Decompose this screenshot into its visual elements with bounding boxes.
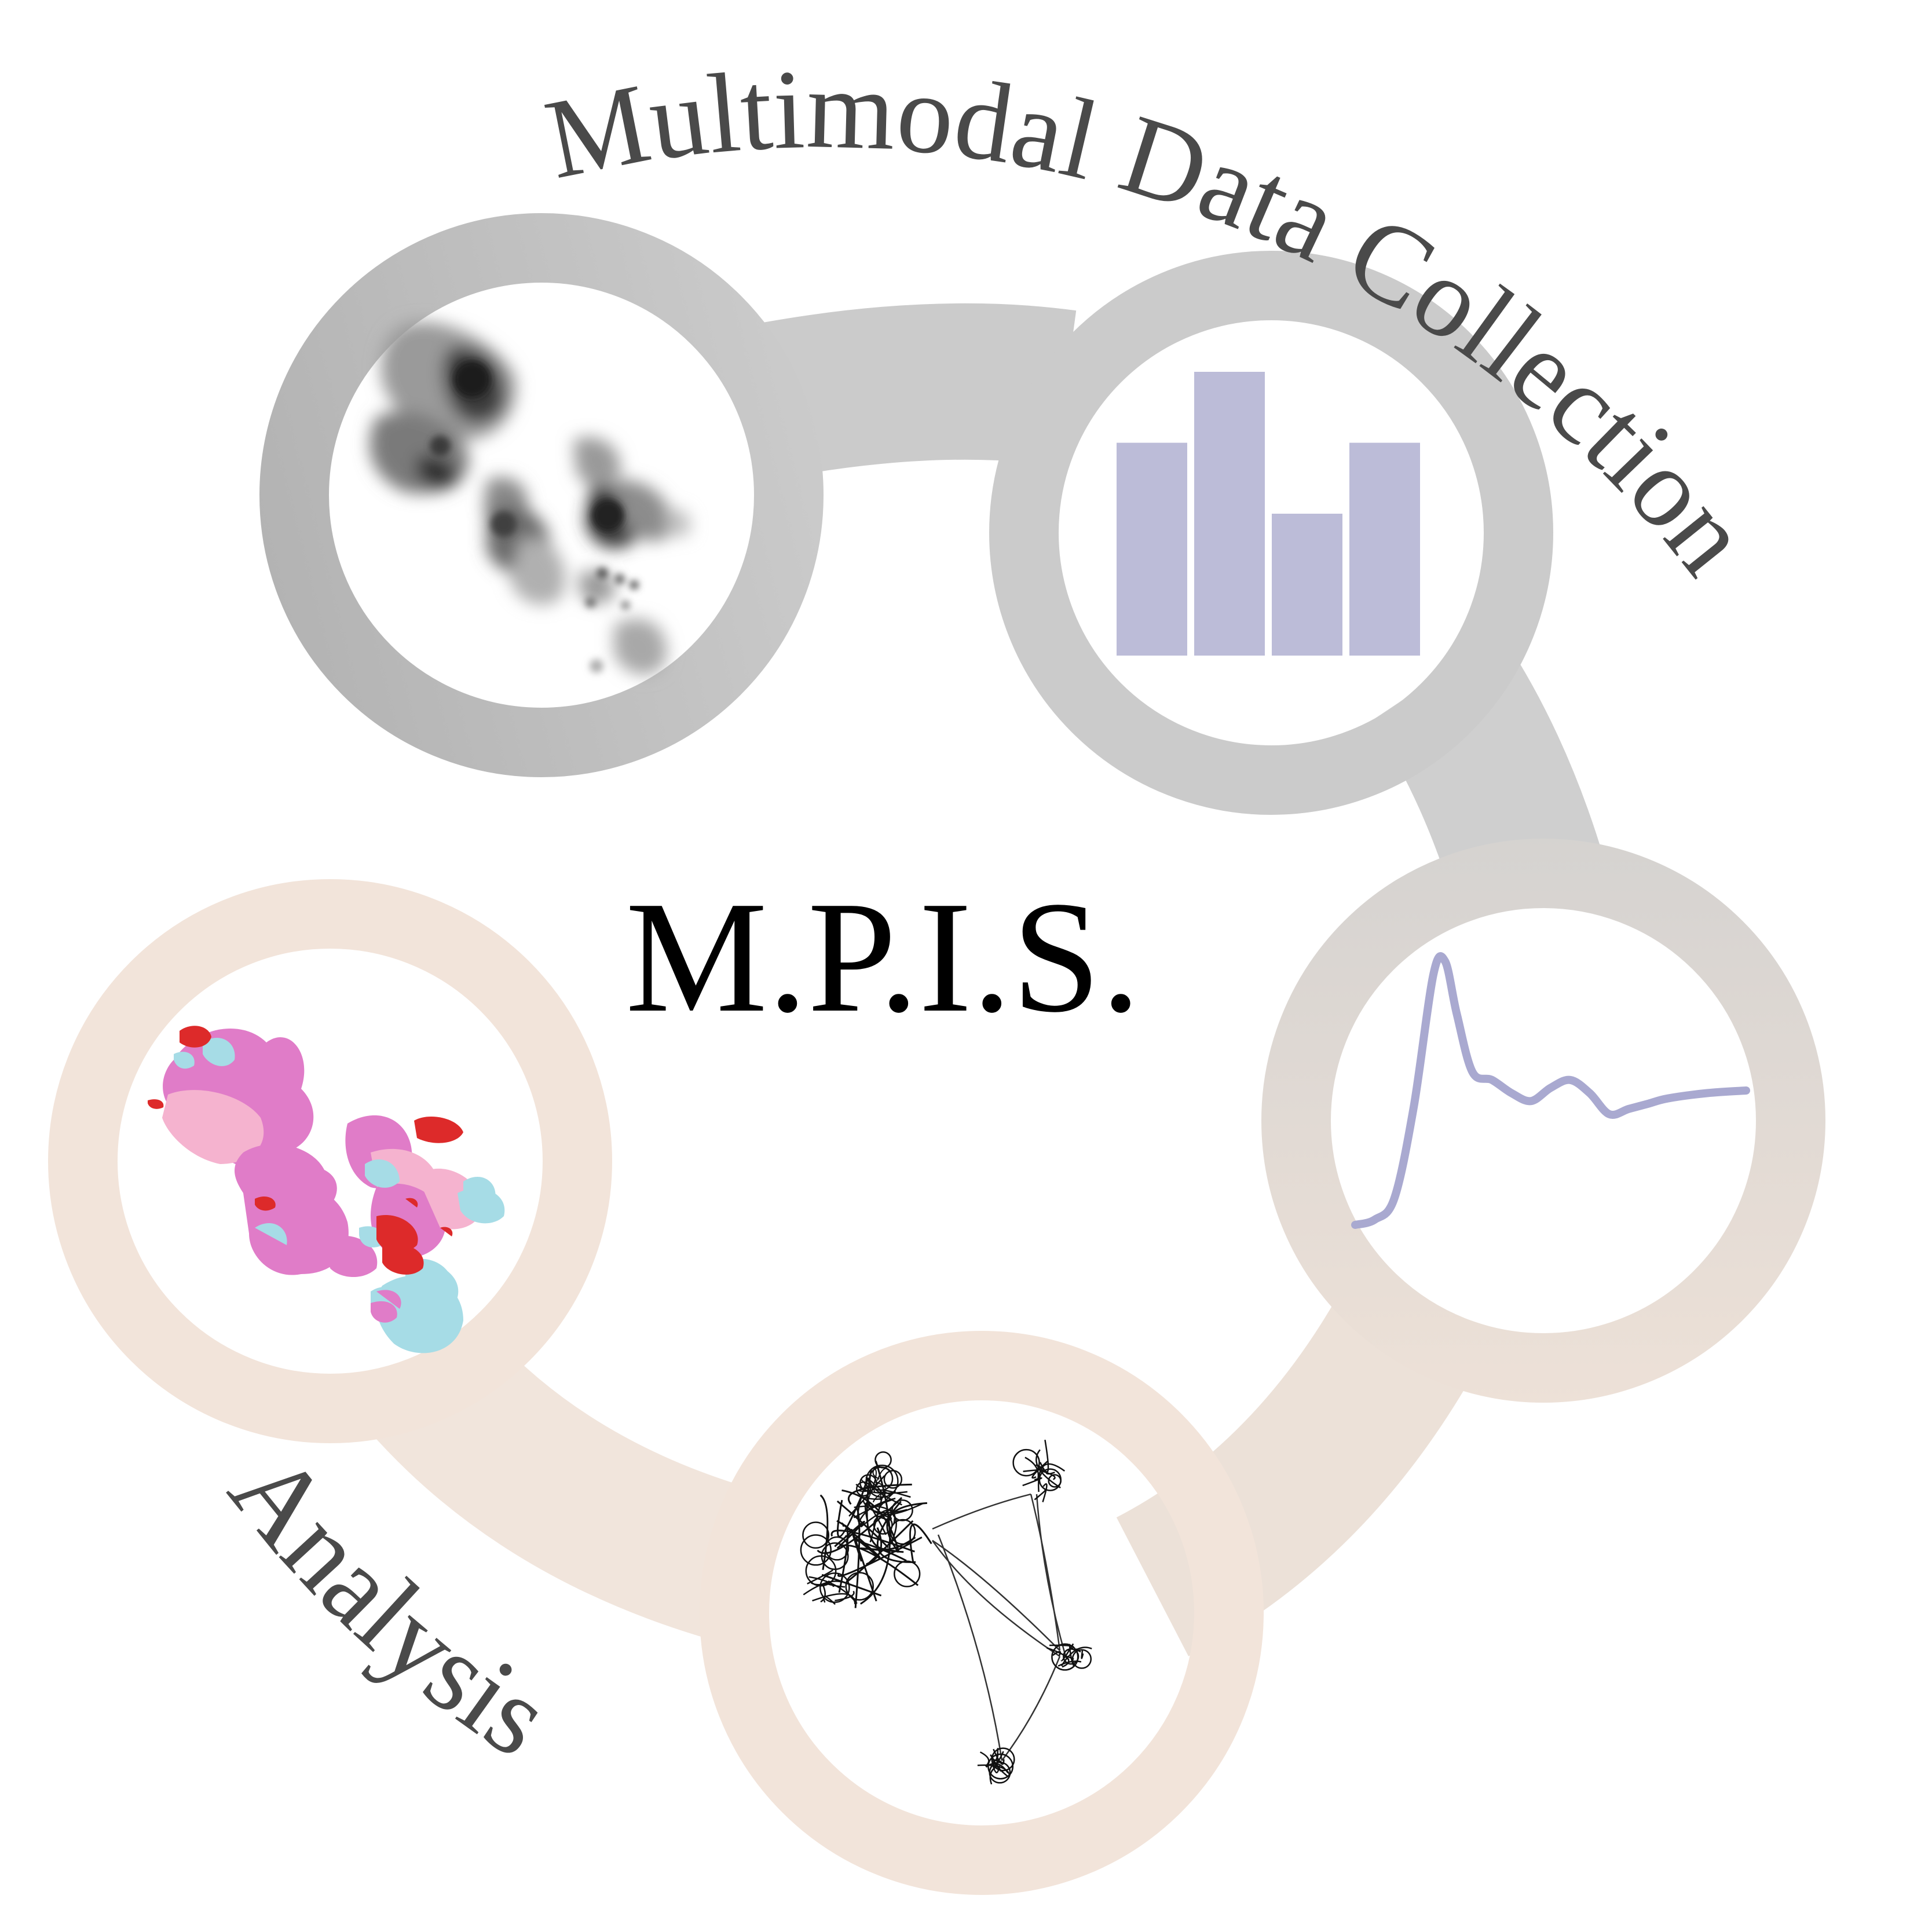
network-cluster-1-strand: [860, 1547, 904, 1553]
network-cluster-1-strand: [837, 1536, 923, 1577]
ring-node-1: [259, 213, 824, 777]
network-cluster-1-strand: [837, 1496, 862, 1538]
network-cluster-1-loop: [800, 1534, 832, 1566]
connector-1-2: [762, 303, 1077, 477]
bar-2: [1194, 372, 1265, 656]
ring-node-2: [989, 251, 1553, 815]
network-cluster-7-strand: [979, 1751, 990, 1767]
network-cluster-5-strand: [1023, 1469, 1044, 1473]
network-edges: [931, 1493, 1067, 1761]
center-title: M.P.I.S.: [625, 868, 1141, 1045]
network-cluster-5-loop: [1048, 1474, 1062, 1488]
network-cluster-1-strand: [836, 1500, 889, 1549]
network-cluster-6-loop: [1071, 1649, 1092, 1669]
network-cluster-2-loop: [865, 1464, 899, 1498]
network-cluster-1-strand: [909, 1523, 932, 1563]
ring-node-4: [700, 1331, 1264, 1895]
cycle-rings: [48, 213, 1825, 1895]
network-cluster-7-loop: [987, 1753, 1014, 1780]
network-cluster-2-strand: [867, 1477, 902, 1506]
spectrum-curve-line: [1351, 952, 1750, 1229]
network-cluster-1-strand: [841, 1522, 881, 1558]
bar-chart-icon: [1117, 372, 1420, 656]
network-cluster-2-strand: [854, 1505, 897, 1544]
network-cluster-4-strand: [872, 1465, 880, 1480]
network-cluster-1-loop: [825, 1536, 850, 1561]
bar-4: [1349, 442, 1420, 656]
bar-1: [1117, 442, 1187, 656]
network-cluster-5-strand: [1045, 1470, 1055, 1475]
network-cluster-2-strand: [864, 1502, 887, 1535]
network-cluster-4-loop: [855, 1481, 872, 1497]
network-cluster-4-loop: [859, 1474, 877, 1492]
ring-node-3: [1261, 839, 1825, 1403]
network-cluster-1-strand: [857, 1478, 869, 1527]
network-cluster-5-loop: [1012, 1448, 1040, 1477]
spectrum-curve-icon: [1351, 952, 1750, 1229]
network-cluster-6-strand: [1058, 1660, 1082, 1667]
network-cluster-2-strand: [869, 1496, 883, 1543]
network-cluster-6-strand: [1075, 1648, 1081, 1653]
network-cluster-2-strand: [862, 1500, 908, 1514]
network-cluster-1-loop: [894, 1560, 921, 1587]
network-cluster-7-loop: [989, 1761, 1011, 1784]
network-cluster-1-strand: [851, 1528, 877, 1602]
network-cluster-5-strand: [1039, 1439, 1049, 1473]
network-cluster-6-loop: [1063, 1648, 1080, 1665]
network-cluster-5-strand: [1022, 1477, 1042, 1487]
network-cluster-5-strand: [1024, 1457, 1040, 1480]
ring-node-5: [48, 879, 612, 1443]
network-cluster-4-strand: [860, 1485, 881, 1501]
network-cluster-6-strand: [1064, 1655, 1074, 1660]
network-cluster-2-loop: [873, 1514, 893, 1535]
network-cluster-4-strand: [872, 1489, 887, 1503]
network-clusters: [800, 1439, 1092, 1785]
network-cluster-6-strand: [1081, 1650, 1084, 1659]
network-cluster-3-strand: [823, 1596, 836, 1605]
network-cluster-1-strand: [830, 1529, 915, 1553]
network-cluster-1-strand: [834, 1520, 865, 1549]
network-cluster-5-strand: [1042, 1483, 1048, 1502]
network-cluster-2-loop: [890, 1518, 916, 1545]
network-graph-icon: [800, 1439, 1092, 1785]
network-cluster-1-loop: [802, 1521, 830, 1549]
network-cluster-7-strand: [993, 1748, 1005, 1765]
network-cluster-3-loop: [819, 1572, 850, 1603]
network-cluster-5-strand: [1031, 1461, 1048, 1479]
network-cluster-6-strand: [1052, 1651, 1062, 1656]
network-cluster-7-loop: [991, 1747, 1015, 1772]
network-cluster-1-strand: [847, 1483, 912, 1505]
network-cluster-2-loop: [883, 1470, 903, 1489]
network-cluster-5-strand: [1037, 1463, 1066, 1492]
network-cluster-5-strand: [1034, 1489, 1046, 1501]
network-cluster-1-strand: [860, 1461, 891, 1605]
network-cluster-4-strand: [879, 1491, 897, 1509]
network-cluster-2-strand: [848, 1475, 885, 1517]
network-cluster-2-strand: [859, 1498, 896, 1521]
network-cluster-4-loop: [874, 1451, 892, 1469]
grayscale-cell-image-icon: [369, 321, 691, 675]
network-cluster-4-strand: [873, 1481, 887, 1494]
network-cluster-3-loop: [845, 1572, 874, 1601]
segmented-cell-map-icon: [148, 1026, 505, 1353]
network-cluster-4-strand: [877, 1468, 892, 1481]
bar-3: [1272, 514, 1342, 656]
bar-series: [1117, 372, 1420, 656]
network-cluster-3-strand: [825, 1582, 846, 1588]
network-cluster-3-strand: [812, 1593, 856, 1604]
